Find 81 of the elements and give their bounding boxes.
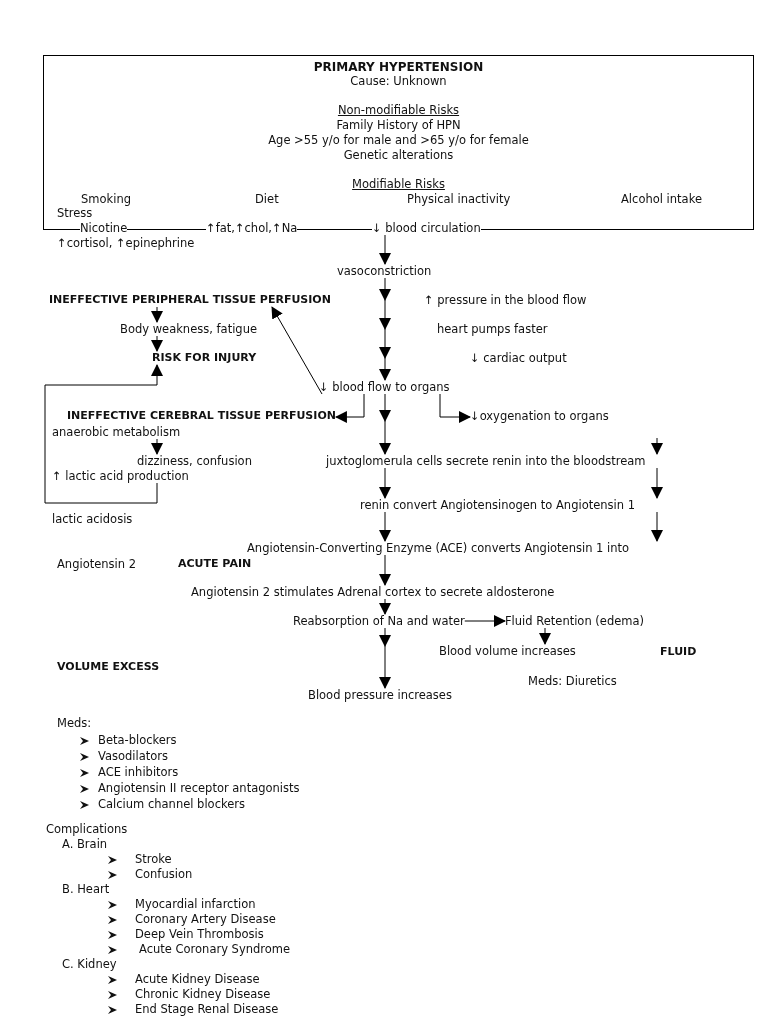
list-item: ACE inhibitors [98,765,179,779]
arrow [379,277,391,381]
note-text: Meds: Diuretics [528,674,617,688]
arrow [379,511,391,542]
flow-text: lactic acidosis [52,512,133,526]
list-item: Chronic Kidney Disease [135,987,271,1001]
flow-text: Angiotensin-Converting Enzyme (ACE) converts Angiotensin 1 into [247,541,630,555]
flow-text: dizziness, confusion [137,454,252,468]
list-item: Acute Coronary Syndrome [139,942,291,956]
list-item: Beta-blockers [98,733,177,747]
arrow [379,234,391,265]
note-text: Meds: [57,716,92,730]
note-text: Nicotine [80,221,128,235]
nursing-diagnosis: RISK FOR INJURY [152,351,257,365]
arrow [271,306,323,395]
note-text: C. Kidney [62,957,117,971]
list-item: Deep Vein Thrombosis [135,927,264,941]
arrow [334,393,365,423]
flow-text: renin convert Angiotensinogen to Angiotensin 1 [360,498,635,512]
box-text: Physical inactivity [407,192,511,206]
flow-text: Blood pressure increases [308,688,452,702]
note-text: ↑fat,↑chol,↑Na [206,221,298,235]
box-text: Age >55 y/o for male and >65 y/o for female [267,133,530,147]
list-item: Calcium channel blockers [98,797,245,811]
flow-text: ↓oxygenation to organs [470,409,609,423]
box-text: Diet [255,192,279,206]
flow-text: ↓ cardiac output [470,351,567,365]
flow-text: Blood volume increases [439,644,576,658]
flow-text: Reabsorption of Na and water [293,614,465,628]
nursing-diagnosis: INEFFECTIVE CEREBRAL TISSUE PERFUSION [67,409,336,423]
note-text: Complications [46,822,128,836]
arrow [651,467,663,499]
note-text: A. Brain [62,837,108,851]
arrow [379,598,391,615]
list-item: Coronary Artery Disease [135,912,276,926]
flow-text: Angiotensin 2 stimulates Adrenal cortex to secrete aldosterone [191,585,555,599]
nursing-diagnosis: ACUTE PAIN [178,557,252,571]
section-heading: Modifiable Risks [351,177,446,191]
flow-text: ↓ blood flow to organs [319,380,450,394]
list-item: End Stage Renal Disease [135,1002,279,1016]
arrow [464,615,506,627]
box-text: Family History of HPN [335,118,462,132]
box-text: Stress [57,206,93,220]
flow-text: vasoconstriction [337,264,432,278]
arrow [439,393,471,423]
arrow [379,554,391,586]
box-text: Cause: Unknown [349,74,448,88]
list-item: Acute Kidney Disease [135,972,260,986]
flow-text: heart pumps faster [437,322,548,336]
flow-text: Fluid Retention (edema) [505,614,645,628]
arrow [151,438,163,455]
flow-text: Body weakness, fatigue [120,322,257,336]
box-text: Alcohol intake [621,192,702,206]
arrow [151,335,163,352]
arrow [44,364,163,504]
arrow [379,627,391,689]
flow-text: juxtoglomerula cells secrete renin into the bloodstream [326,454,646,468]
list-item: Confusion [135,867,193,881]
flow-text: ↓ blood circulation [372,221,481,235]
list-item: Myocardial infarction [135,897,256,911]
note-text: B. Heart [62,882,110,896]
nursing-diagnosis: FLUID [660,645,697,659]
flow-text: ↑ lactic acid production [52,469,189,483]
note-text: Angiotensin 2 [57,557,136,571]
arrow [651,511,663,542]
arrow [539,627,551,645]
list-item: Angiotensin II receptor antagonists [98,781,300,795]
nursing-diagnosis: INEFFECTIVE PERIPHERAL TISSUE PERFUSION [49,293,331,307]
list-item: Stroke [135,852,172,866]
nursing-diagnosis: VOLUME EXCESS [57,660,160,674]
section-heading: Non-modifiable Risks [336,103,461,117]
arrow [151,306,163,323]
flow-text: anaerobic metabolism [52,425,181,439]
box-heading: PRIMARY HYPERTENSION [312,60,485,74]
arrow [379,467,391,499]
box-text: Genetic alterations [342,148,455,162]
arrow [651,437,663,455]
box-text: Smoking [81,192,131,206]
arrow [379,393,391,455]
flow-text: ↑ pressure in the blood flow [424,293,587,307]
list-item: Vasodilators [98,749,169,763]
